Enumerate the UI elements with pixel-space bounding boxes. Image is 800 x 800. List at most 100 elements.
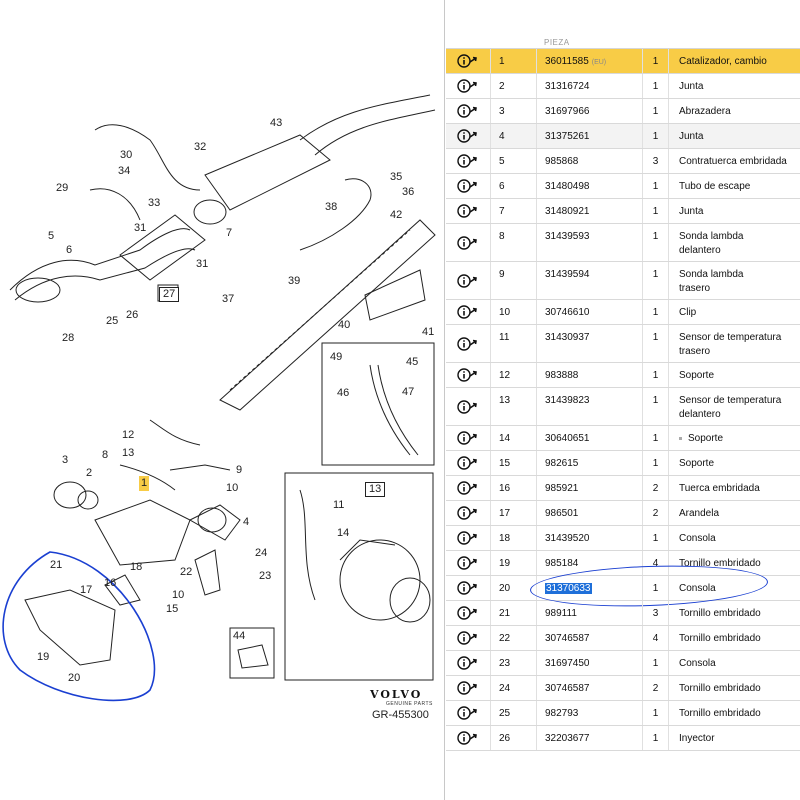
info-arrow-icon[interactable] xyxy=(446,426,491,450)
row-part-number[interactable]: 31439594 xyxy=(537,262,643,299)
info-arrow-icon[interactable] xyxy=(446,576,491,600)
callout-32a: 31 xyxy=(134,222,147,234)
row-part-number[interactable]: 989111 xyxy=(537,601,643,625)
row-part-number[interactable]: 986501 xyxy=(537,501,643,525)
part-number-text: 30746587 xyxy=(545,633,590,644)
info-arrow-icon[interactable] xyxy=(446,262,491,299)
row-part-number[interactable]: 31480498 xyxy=(537,174,643,198)
info-arrow-icon[interactable] xyxy=(446,74,491,98)
info-arrow-icon[interactable] xyxy=(446,726,491,750)
row-part-number[interactable]: 31375261 xyxy=(537,124,643,148)
info-arrow-icon[interactable] xyxy=(446,174,491,198)
info-arrow-icon[interactable] xyxy=(446,626,491,650)
info-arrow-icon[interactable] xyxy=(446,49,491,73)
row-part-number[interactable]: 30746587 xyxy=(537,676,643,700)
info-arrow-icon[interactable] xyxy=(446,526,491,550)
row-part-number[interactable]: 982793 xyxy=(537,701,643,725)
row-part-number[interactable]: 982615 xyxy=(537,451,643,475)
row-quantity: 1 xyxy=(643,262,669,299)
row-part-number[interactable]: 31370633 xyxy=(537,576,643,600)
info-arrow-icon[interactable] xyxy=(446,149,491,173)
row-part-number[interactable]: 985921 xyxy=(537,476,643,500)
info-arrow-icon[interactable] xyxy=(446,651,491,675)
row-part-number[interactable]: 30746610 xyxy=(537,300,643,324)
info-arrow-icon[interactable] xyxy=(446,99,491,123)
info-arrow-icon[interactable] xyxy=(446,388,491,425)
info-arrow-icon[interactable] xyxy=(446,701,491,725)
info-arrow-icon[interactable] xyxy=(446,601,491,625)
row-part-number[interactable]: 31697450 xyxy=(537,651,643,675)
row-part-number[interactable]: 985868 xyxy=(537,149,643,173)
callout-9: 9 xyxy=(236,464,243,476)
description-text: Sensor de temperatura xyxy=(679,395,782,406)
row-part-number[interactable]: 36011585(EU) xyxy=(537,49,643,73)
row-quantity: 1 xyxy=(643,526,669,550)
row-part-number[interactable]: 32203677 xyxy=(537,726,643,750)
row-description: Junta xyxy=(669,74,800,98)
row-part-number[interactable]: 31430937 xyxy=(537,325,643,362)
row-position: 24 xyxy=(491,676,537,700)
row-part-number[interactable]: 31697966 xyxy=(537,99,643,123)
description-text: Tornillo embridado xyxy=(679,558,761,569)
row-part-number[interactable]: 31439593 xyxy=(537,224,643,261)
row-part-number[interactable]: 31439823 xyxy=(537,388,643,425)
row-part-number[interactable]: 30640651 xyxy=(537,426,643,450)
description-text: Consola xyxy=(679,658,716,669)
row-description: Arandela xyxy=(669,501,800,525)
description-text: Contratuerca embridada xyxy=(679,156,787,167)
info-arrow-icon[interactable] xyxy=(446,501,491,525)
info-arrow-icon[interactable] xyxy=(446,224,491,261)
row-part-number[interactable]: 31439520 xyxy=(537,526,643,550)
row-quantity: 1 xyxy=(643,651,669,675)
row-position: 5 xyxy=(491,149,537,173)
row-part-number[interactable]: 31480921 xyxy=(537,199,643,223)
row-part-number[interactable]: 985184 xyxy=(537,551,643,575)
part-number-text: 31430937 xyxy=(545,332,590,343)
row-part-number[interactable]: 983888 xyxy=(537,363,643,387)
info-arrow-icon[interactable] xyxy=(446,300,491,324)
callout-41: 40 xyxy=(338,319,351,331)
info-arrow-icon[interactable] xyxy=(446,199,491,223)
info-arrow-icon[interactable] xyxy=(446,124,491,148)
info-arrow-icon[interactable] xyxy=(446,363,491,387)
row-description: Soporte xyxy=(669,451,800,475)
info-arrow-icon[interactable] xyxy=(446,451,491,475)
row-position: 19 xyxy=(491,551,537,575)
row-part-number[interactable]: 30746587 xyxy=(537,626,643,650)
info-arrow-icon[interactable] xyxy=(446,476,491,500)
row-quantity: 1 xyxy=(643,49,669,73)
info-arrow-icon[interactable] xyxy=(446,325,491,362)
part-number-text: 31697450 xyxy=(545,658,590,669)
info-arrow-icon[interactable] xyxy=(446,676,491,700)
row-part-number[interactable]: 31316724 xyxy=(537,74,643,98)
info-arrow-icon[interactable] xyxy=(446,551,491,575)
callout-5: 5 xyxy=(48,230,55,242)
